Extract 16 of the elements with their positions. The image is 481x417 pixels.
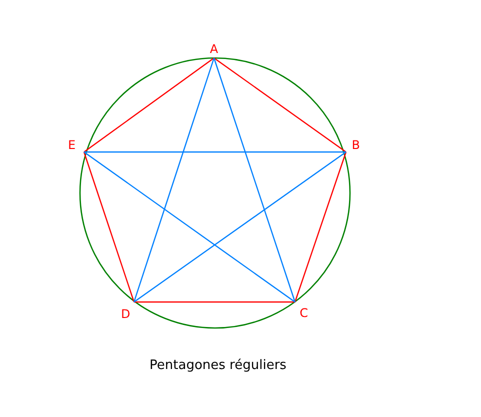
line-segment — [213, 58, 296, 302]
line-segment — [134, 301, 295, 303]
vertex-label: A — [207, 43, 221, 58]
line-segment — [83, 152, 135, 302]
vertex-label: B — [346, 139, 360, 154]
line-segment — [84, 58, 214, 152]
line-segment — [84, 152, 296, 302]
line-segment — [134, 152, 346, 302]
caption: Pentagones réguliers — [150, 358, 286, 373]
vertex-label: E — [68, 139, 84, 154]
vertex-label: C — [295, 302, 308, 319]
line-segment — [84, 151, 346, 153]
line-segment — [214, 58, 346, 152]
vertex-label: D — [121, 302, 134, 320]
line-segment — [294, 152, 347, 302]
line-segment — [133, 58, 215, 302]
